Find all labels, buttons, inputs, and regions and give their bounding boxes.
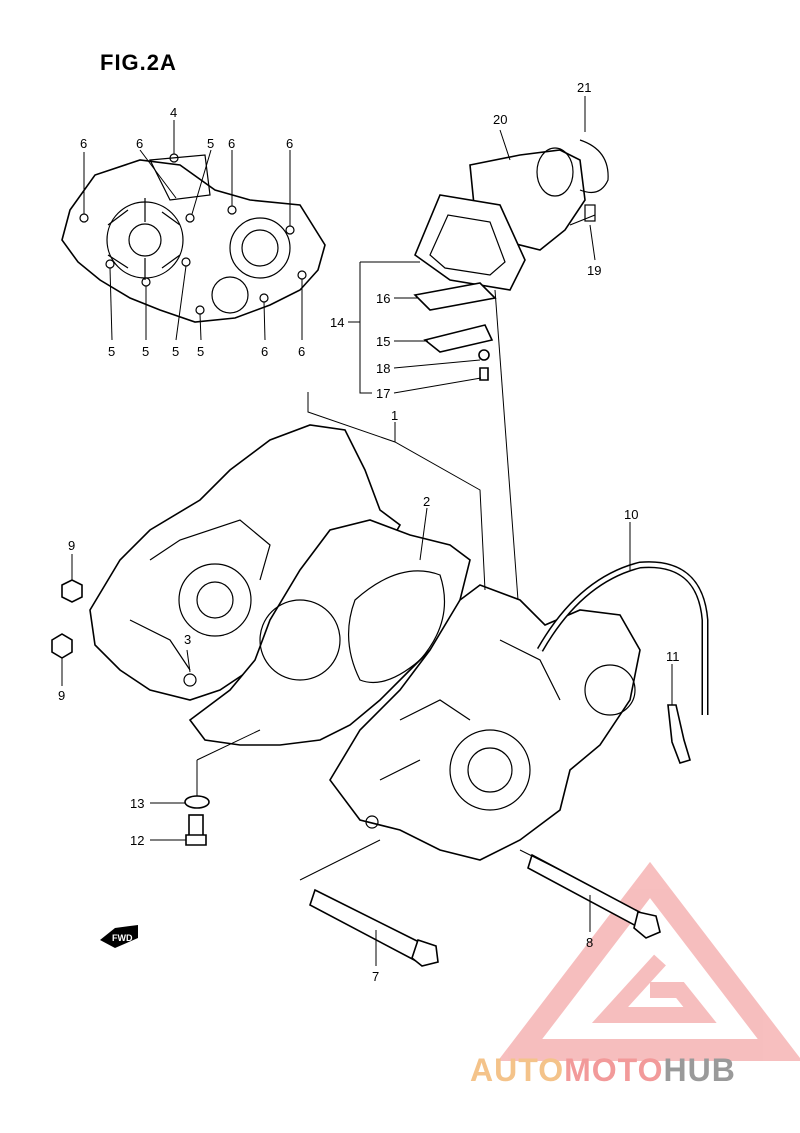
callout-6: 6 <box>286 136 293 151</box>
callout-labels: 6 6 4 5 6 6 5 5 5 5 6 6 21 20 19 14 16 1… <box>58 80 680 984</box>
watermark-text: AUTOMOTOHUB <box>470 1052 736 1089</box>
callout-21: 21 <box>577 80 591 95</box>
callout-5: 5 <box>197 344 204 359</box>
crankcase-gasket-part <box>188 519 471 746</box>
leader-lines-intake <box>348 96 596 601</box>
fwd-label: FWD <box>112 933 133 943</box>
callout-15: 15 <box>376 334 390 349</box>
callout-7: 7 <box>372 969 379 984</box>
leader-lines-cover <box>83 120 303 341</box>
callout-5: 5 <box>108 344 115 359</box>
callout-6: 6 <box>298 344 305 359</box>
callout-11: 11 <box>666 649 680 664</box>
callout-5: 5 <box>207 136 214 151</box>
reed-petal-part <box>413 282 497 381</box>
figure-title: FIG.2A <box>100 50 177 75</box>
crankcase-right-half-part <box>329 584 641 861</box>
watermark-text-part1: AUTO <box>470 1052 565 1088</box>
washer-part <box>184 795 210 809</box>
breather-hose-part <box>536 561 709 715</box>
long-bolt-8-part <box>527 853 661 939</box>
callout-12: 12 <box>130 833 144 848</box>
callout-8: 8 <box>586 935 593 950</box>
watermark-logo <box>497 861 800 1061</box>
crankcase-cover-part <box>61 153 326 323</box>
callout-17: 17 <box>376 386 390 401</box>
callout-1: 1 <box>391 408 398 423</box>
callout-16: 16 <box>376 291 390 306</box>
hose-clamp-part <box>667 704 691 764</box>
watermark-text-part3: HUB <box>663 1052 736 1088</box>
watermark-text-part2: MOTO <box>564 1052 664 1088</box>
callout-5: 5 <box>142 344 149 359</box>
callout-5: 5 <box>172 344 179 359</box>
callout-6: 6 <box>136 136 143 151</box>
leader-lines-main <box>61 392 673 966</box>
callout-9: 9 <box>68 538 75 553</box>
bolt-small-part <box>185 814 207 846</box>
nut-part <box>51 579 83 659</box>
callout-9: 9 <box>58 688 65 703</box>
callout-19: 19 <box>587 263 601 278</box>
forward-direction-arrow: FWD <box>100 925 138 948</box>
callout-6: 6 <box>261 344 268 359</box>
callout-3: 3 <box>184 632 191 647</box>
callout-2: 2 <box>423 494 430 509</box>
callout-6: 6 <box>80 136 87 151</box>
callout-4: 4 <box>170 105 177 120</box>
callout-13: 13 <box>130 796 144 811</box>
callout-10: 10 <box>624 507 638 522</box>
callout-14: 14 <box>330 315 344 330</box>
long-bolt-7-part <box>309 888 439 967</box>
callout-20: 20 <box>493 112 507 127</box>
callout-18: 18 <box>376 361 390 376</box>
callout-6: 6 <box>228 136 235 151</box>
intake-pipe-part <box>414 139 609 291</box>
